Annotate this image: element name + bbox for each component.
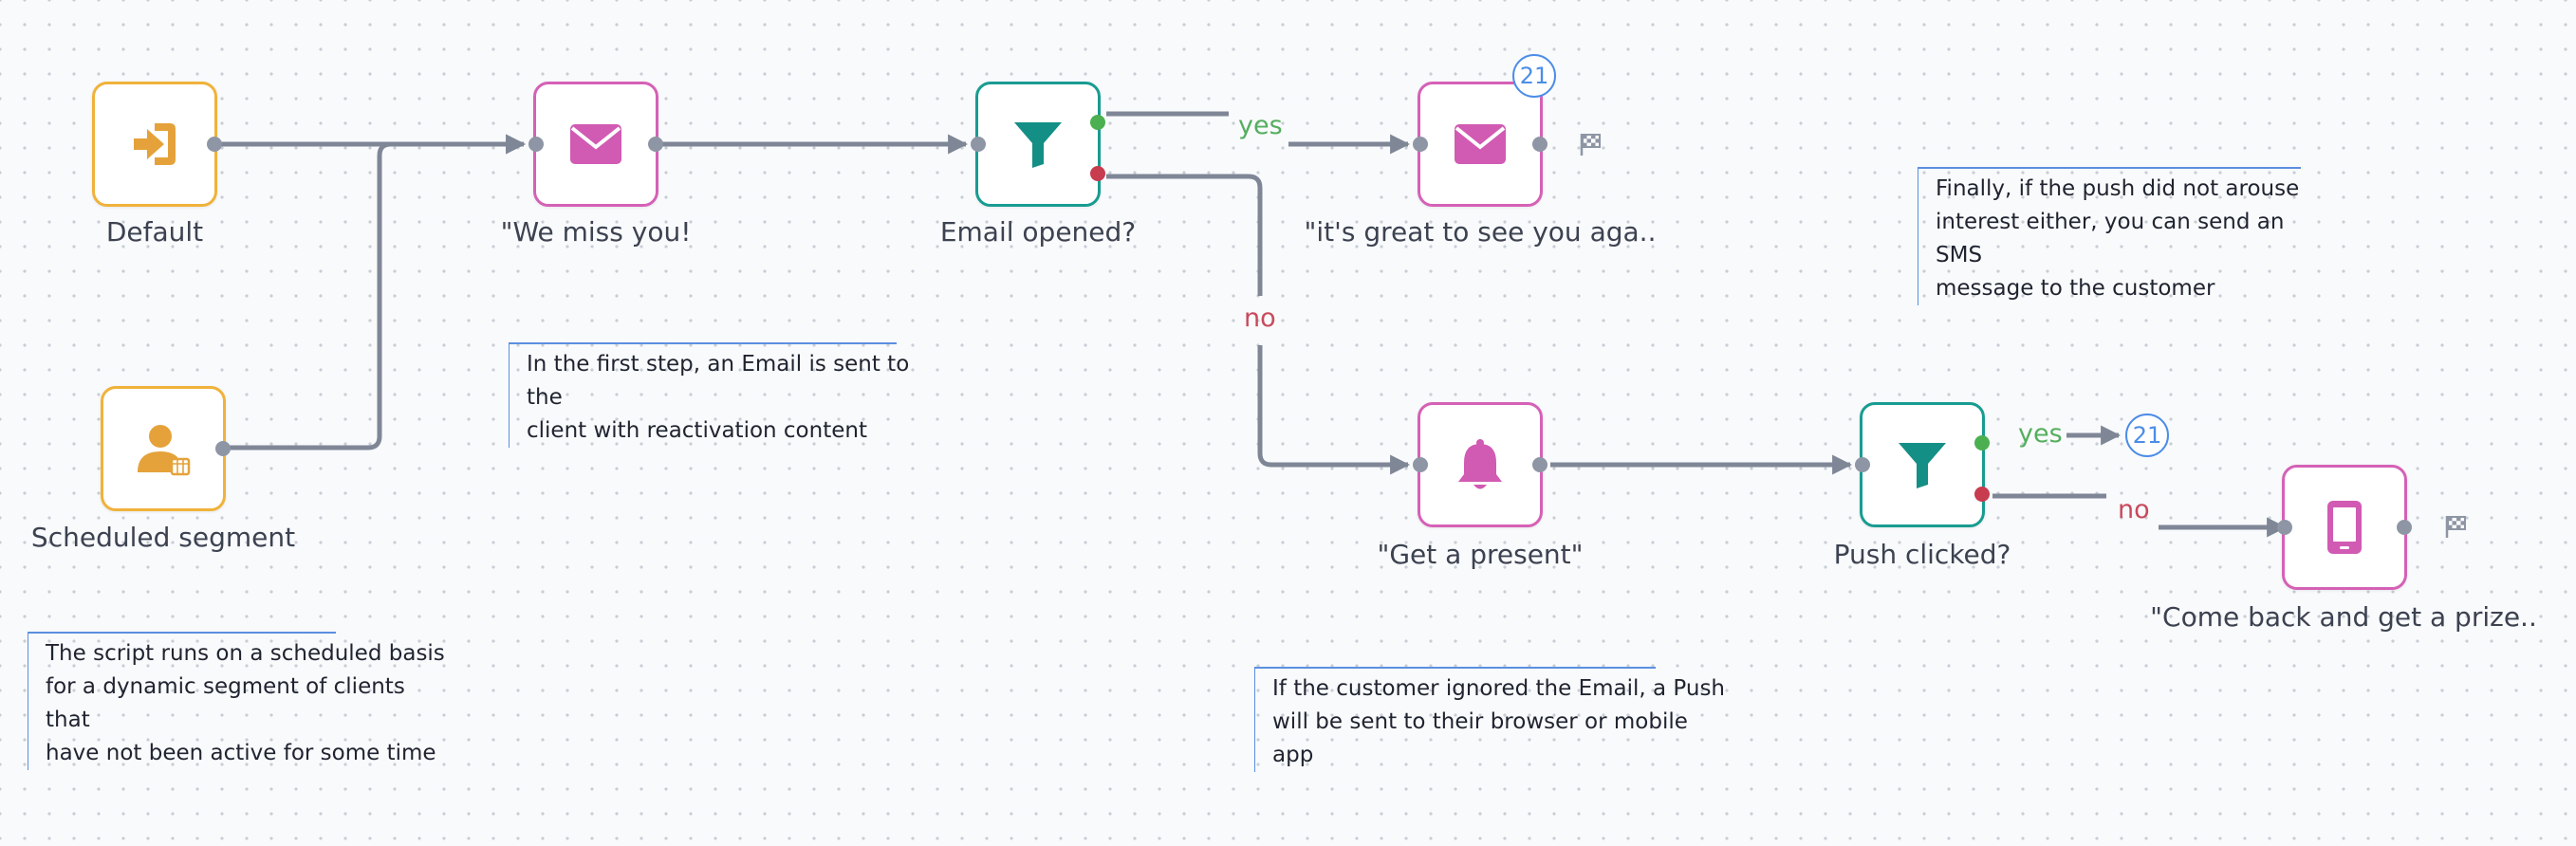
push-clicked-in-port[interactable]: [1855, 457, 1870, 472]
we-miss-you-email-node[interactable]: [528, 82, 663, 207]
scheduled-segment-node[interactable]: [101, 386, 231, 511]
push-clicked-filter-node[interactable]: [1855, 402, 1990, 527]
segment-out-port[interactable]: [215, 441, 231, 456]
email-opened-label: Email opened?: [939, 216, 1137, 248]
come-back-label: "Come back and get a prize..: [2150, 601, 2537, 633]
default-out-port[interactable]: [207, 137, 222, 152]
note-ignored-email[interactable]: If the customer ignored the Email, a Pus…: [1254, 667, 1729, 772]
default-node-label: Default: [105, 216, 204, 248]
great-to-see-in-port[interactable]: [1413, 137, 1428, 152]
finish-flag-icon: [2442, 513, 2469, 540]
push-clicked-no-port[interactable]: [1974, 487, 1990, 502]
we-miss-you-label: "We miss you!: [500, 216, 692, 248]
note-first-step[interactable]: In the first step, an Email is sent to t…: [509, 342, 945, 448]
mobile-phone-icon: [2315, 498, 2374, 557]
filter-icon: [1009, 115, 1067, 174]
note-line: will be sent to their browser or mobile …: [1272, 709, 1688, 767]
push-clicked-yes-label: yes: [2018, 419, 2063, 449]
edge-segment-to-email: [228, 134, 527, 451]
come-back-sms-node[interactable]: [2277, 465, 2412, 590]
push-clicked-label: Push clicked?: [1833, 539, 2011, 570]
note-line: In the first step, an Email is sent to t…: [527, 352, 910, 410]
envelope-icon: [1451, 115, 1510, 174]
note-finally-sms[interactable]: Finally, if the push did not arouse inte…: [1918, 167, 2335, 305]
filter-icon: [1893, 435, 1952, 494]
default-entry-node[interactable]: [92, 82, 222, 207]
email-opened-no-port[interactable]: [1090, 166, 1105, 181]
great-to-see-count-badge[interactable]: 21: [1512, 54, 1556, 98]
great-to-see-label: "it's great to see you aga..: [1304, 216, 1657, 248]
bell-icon: [1451, 435, 1510, 494]
email-opened-in-port[interactable]: [971, 137, 986, 152]
great-to-see-out-port[interactable]: [1532, 137, 1547, 152]
get-present-out-port[interactable]: [1532, 457, 1547, 472]
user-calendar-icon: [134, 419, 193, 478]
email-opened-yes-port[interactable]: [1090, 115, 1105, 130]
note-line: interest either, you can send an SMS: [1936, 210, 2285, 267]
finish-flag-icon: [1577, 131, 1603, 157]
get-present-label: "Get a present": [1377, 539, 1584, 570]
come-back-out-port[interactable]: [2397, 520, 2412, 535]
we-miss-you-in-port[interactable]: [528, 137, 544, 152]
great-to-see-email-node[interactable]: [1413, 82, 1547, 207]
come-back-in-port[interactable]: [2277, 520, 2292, 535]
note-scheduled-basis[interactable]: The script runs on a scheduled basis for…: [28, 632, 445, 770]
edge-email-no-1: [1106, 174, 1263, 296]
sign-in-icon: [125, 115, 184, 174]
note-line: Finally, if the push did not arouse: [1936, 176, 2300, 201]
envelope-icon: [566, 115, 625, 174]
email-opened-yes-label: yes: [1238, 111, 1283, 140]
note-line: for a dynamic segment of clients that: [46, 674, 405, 732]
note-line: client with reactivation content: [527, 418, 867, 443]
note-line: If the customer ignored the Email, a Pus…: [1272, 676, 1726, 701]
push-clicked-count-badge[interactable]: 21: [2125, 414, 2169, 457]
note-line: have not been active for some time: [46, 741, 436, 765]
email-opened-no-label: no: [1244, 303, 1276, 333]
note-line: The script runs on a scheduled basis: [46, 641, 445, 666]
note-line: message to the customer: [1936, 276, 2215, 301]
we-miss-you-out-port[interactable]: [648, 137, 663, 152]
scheduled-segment-label: Scheduled segment: [30, 522, 296, 553]
push-clicked-no-label: no: [2118, 495, 2150, 524]
edge-email-no-2: [1257, 345, 1411, 475]
get-present-in-port[interactable]: [1413, 457, 1428, 472]
push-clicked-yes-port[interactable]: [1974, 435, 1990, 451]
get-present-push-node[interactable]: [1413, 402, 1547, 527]
email-opened-filter-node[interactable]: [971, 82, 1105, 207]
